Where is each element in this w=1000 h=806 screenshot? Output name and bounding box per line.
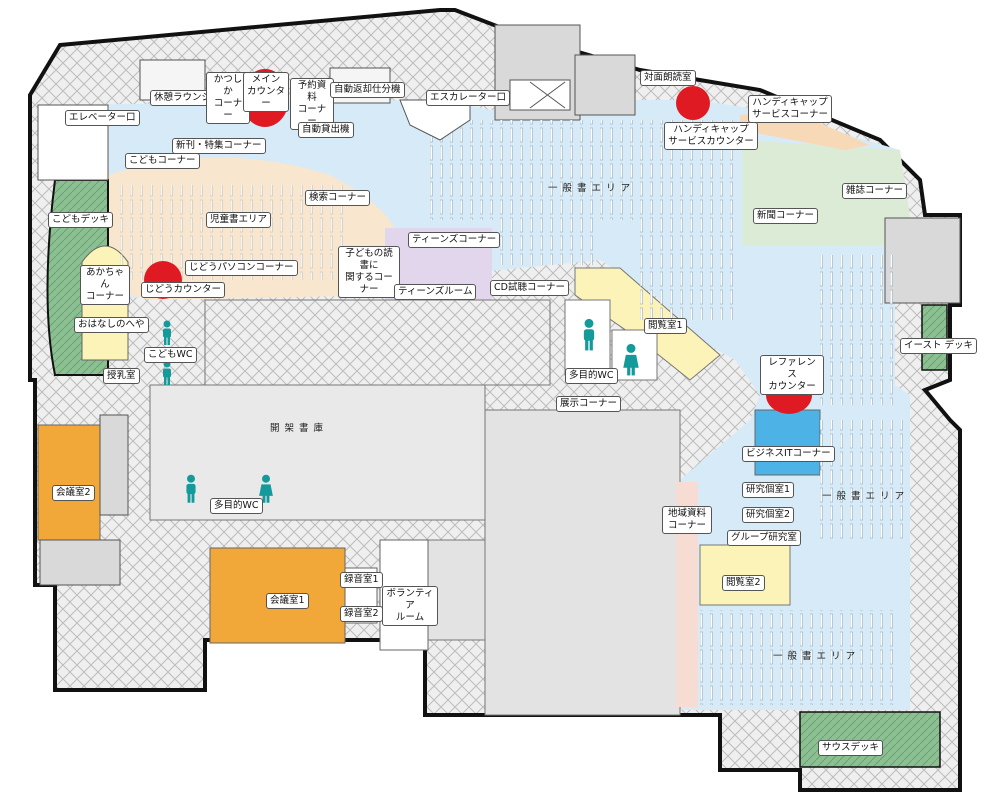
label-general-area-mid: 一 般 書 エ リ ア	[822, 491, 906, 502]
right-shelves	[700, 255, 905, 705]
label-ohanashi: おはなしのへや	[74, 317, 149, 333]
person-icon	[583, 318, 595, 351]
label-kaigi2: 会議室2	[52, 485, 95, 501]
label-handicap-corner: ハンディキャップ サービスコーナー	[748, 95, 832, 123]
label-tenji: 展示コーナー	[556, 396, 622, 412]
label-south-deck: サウスデッキ	[818, 740, 884, 756]
label-main-counter: メイン カウンター	[243, 72, 289, 112]
label-reference: レファレンス カウンター	[760, 355, 824, 395]
label-jidou-counter: じどうカウンター	[141, 282, 226, 298]
label-zasshi: 雑誌コーナー	[842, 183, 908, 199]
label-jidou-area: 児童書エリア	[206, 212, 272, 228]
person-icon	[623, 343, 639, 376]
label-etsuran1: 閲覧室1	[644, 318, 687, 334]
label-chiiki: 地域資料 コーナー	[662, 506, 712, 534]
label-escalator: エスカレーター口	[426, 90, 511, 106]
label-taimen: 対面朗読室	[640, 70, 696, 86]
label-volunteer: ボランティア ルーム	[382, 586, 438, 626]
label-kensaku: 検索コーナー	[305, 190, 371, 206]
person-icon	[163, 360, 171, 385]
label-kodomo-deck: こどもデッキ	[48, 212, 114, 228]
label-cd-corner: CD試聴コーナー	[490, 280, 569, 296]
label-junyu: 授乳室	[103, 368, 140, 384]
label-shinkan: 新刊・特集コーナー	[172, 138, 266, 154]
counter-icon	[676, 86, 710, 120]
label-kodomo-wc: こどもWC	[144, 347, 197, 363]
label-east-deck: イースト デッキ	[900, 338, 978, 354]
label-teens-room: ティーンズルーム	[394, 284, 477, 300]
label-kenkyu1: 研究個室1	[742, 482, 795, 498]
label-elevator: エレベーター口	[65, 110, 140, 126]
label-kodomo-corner: こどもコーナー	[125, 153, 200, 169]
label-kodomo-dokusho: 子どもの読書に 関するコーナー	[338, 246, 400, 298]
label-handicap-counter: ハンディキャップ サービスカウンター	[664, 122, 758, 150]
label-closed-stack: 開 架 書 庫	[270, 423, 325, 434]
person-icon	[259, 474, 273, 503]
label-auto-return: 自動返却仕分機	[330, 82, 405, 98]
person-icon	[186, 474, 196, 503]
label-business: ビジネスITコーナー	[742, 446, 835, 462]
label-teens-corner: ティーンズコーナー	[408, 232, 501, 248]
label-rokuon1: 録音室1	[340, 572, 383, 588]
label-group: グループ研究室	[727, 530, 801, 546]
label-katsushika: かつしか コーナー	[206, 72, 250, 124]
label-etsuran2: 閲覧室2	[722, 575, 765, 591]
label-auto-lend: 自動貸出機	[298, 122, 354, 138]
label-general-area-top: 一 般 書 エ リ ア	[548, 183, 632, 194]
label-reserve: 予約資料 コーナー	[290, 78, 334, 130]
label-general-area-bottom: 一 般 書 エ リ ア	[773, 651, 857, 662]
label-kenkyu2: 研究個室2	[742, 507, 795, 523]
label-akachan: あかちゃん コーナー	[80, 265, 130, 305]
label-tamokuteki-wc-2: 多目的WC	[210, 498, 263, 514]
label-tamokuteki-wc-1: 多目的WC	[565, 368, 618, 384]
label-shinbun: 新聞コーナー	[753, 208, 819, 224]
person-icon	[163, 320, 171, 345]
label-rokuon2: 録音室2	[340, 606, 383, 622]
label-kaigi1: 会議室1	[266, 593, 309, 609]
label-jidou-pc: じどうパソコンコーナー	[185, 260, 298, 276]
